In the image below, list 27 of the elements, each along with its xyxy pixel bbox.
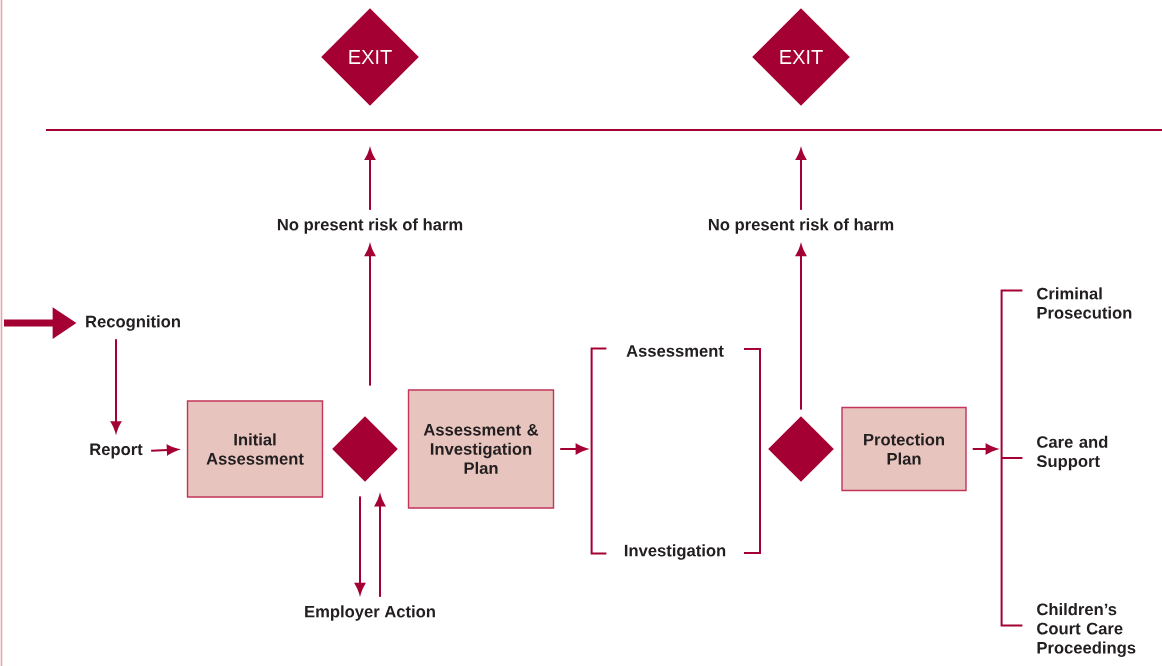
step-label: Assessment — [626, 345, 724, 357]
decision-diamond — [332, 416, 398, 482]
arrow — [971, 443, 997, 455]
step-label: Report — [90, 443, 143, 459]
arrow — [364, 148, 376, 211]
step-label: No present risk of harm — [277, 218, 463, 234]
decision-diamond — [768, 416, 834, 482]
process-box: Protection Plan — [841, 406, 967, 492]
step-label: Investigation — [624, 544, 726, 560]
bracket — [1000, 289, 1024, 627]
step-label: Recognition — [86, 315, 180, 331]
bracket — [590, 347, 608, 555]
arrow — [110, 338, 122, 433]
outcome-label: Children’s Court Care Proceedings — [1037, 603, 1136, 657]
step-label: No present risk of harm — [708, 218, 894, 234]
step-label: Employer Action — [305, 605, 435, 621]
outcome-label: Care and Support — [1036, 435, 1108, 471]
outcome-label: Criminal Prosecution — [1037, 287, 1132, 319]
arrow — [150, 444, 179, 456]
arrow — [374, 495, 386, 598]
arrow — [364, 244, 376, 387]
process-box: Initial Assessment — [186, 400, 324, 498]
arrow — [354, 495, 366, 595]
process-box: Assessment & Investigation Plan — [407, 389, 555, 509]
arrow — [559, 443, 587, 455]
arrow — [795, 148, 807, 211]
arrow — [795, 244, 807, 411]
